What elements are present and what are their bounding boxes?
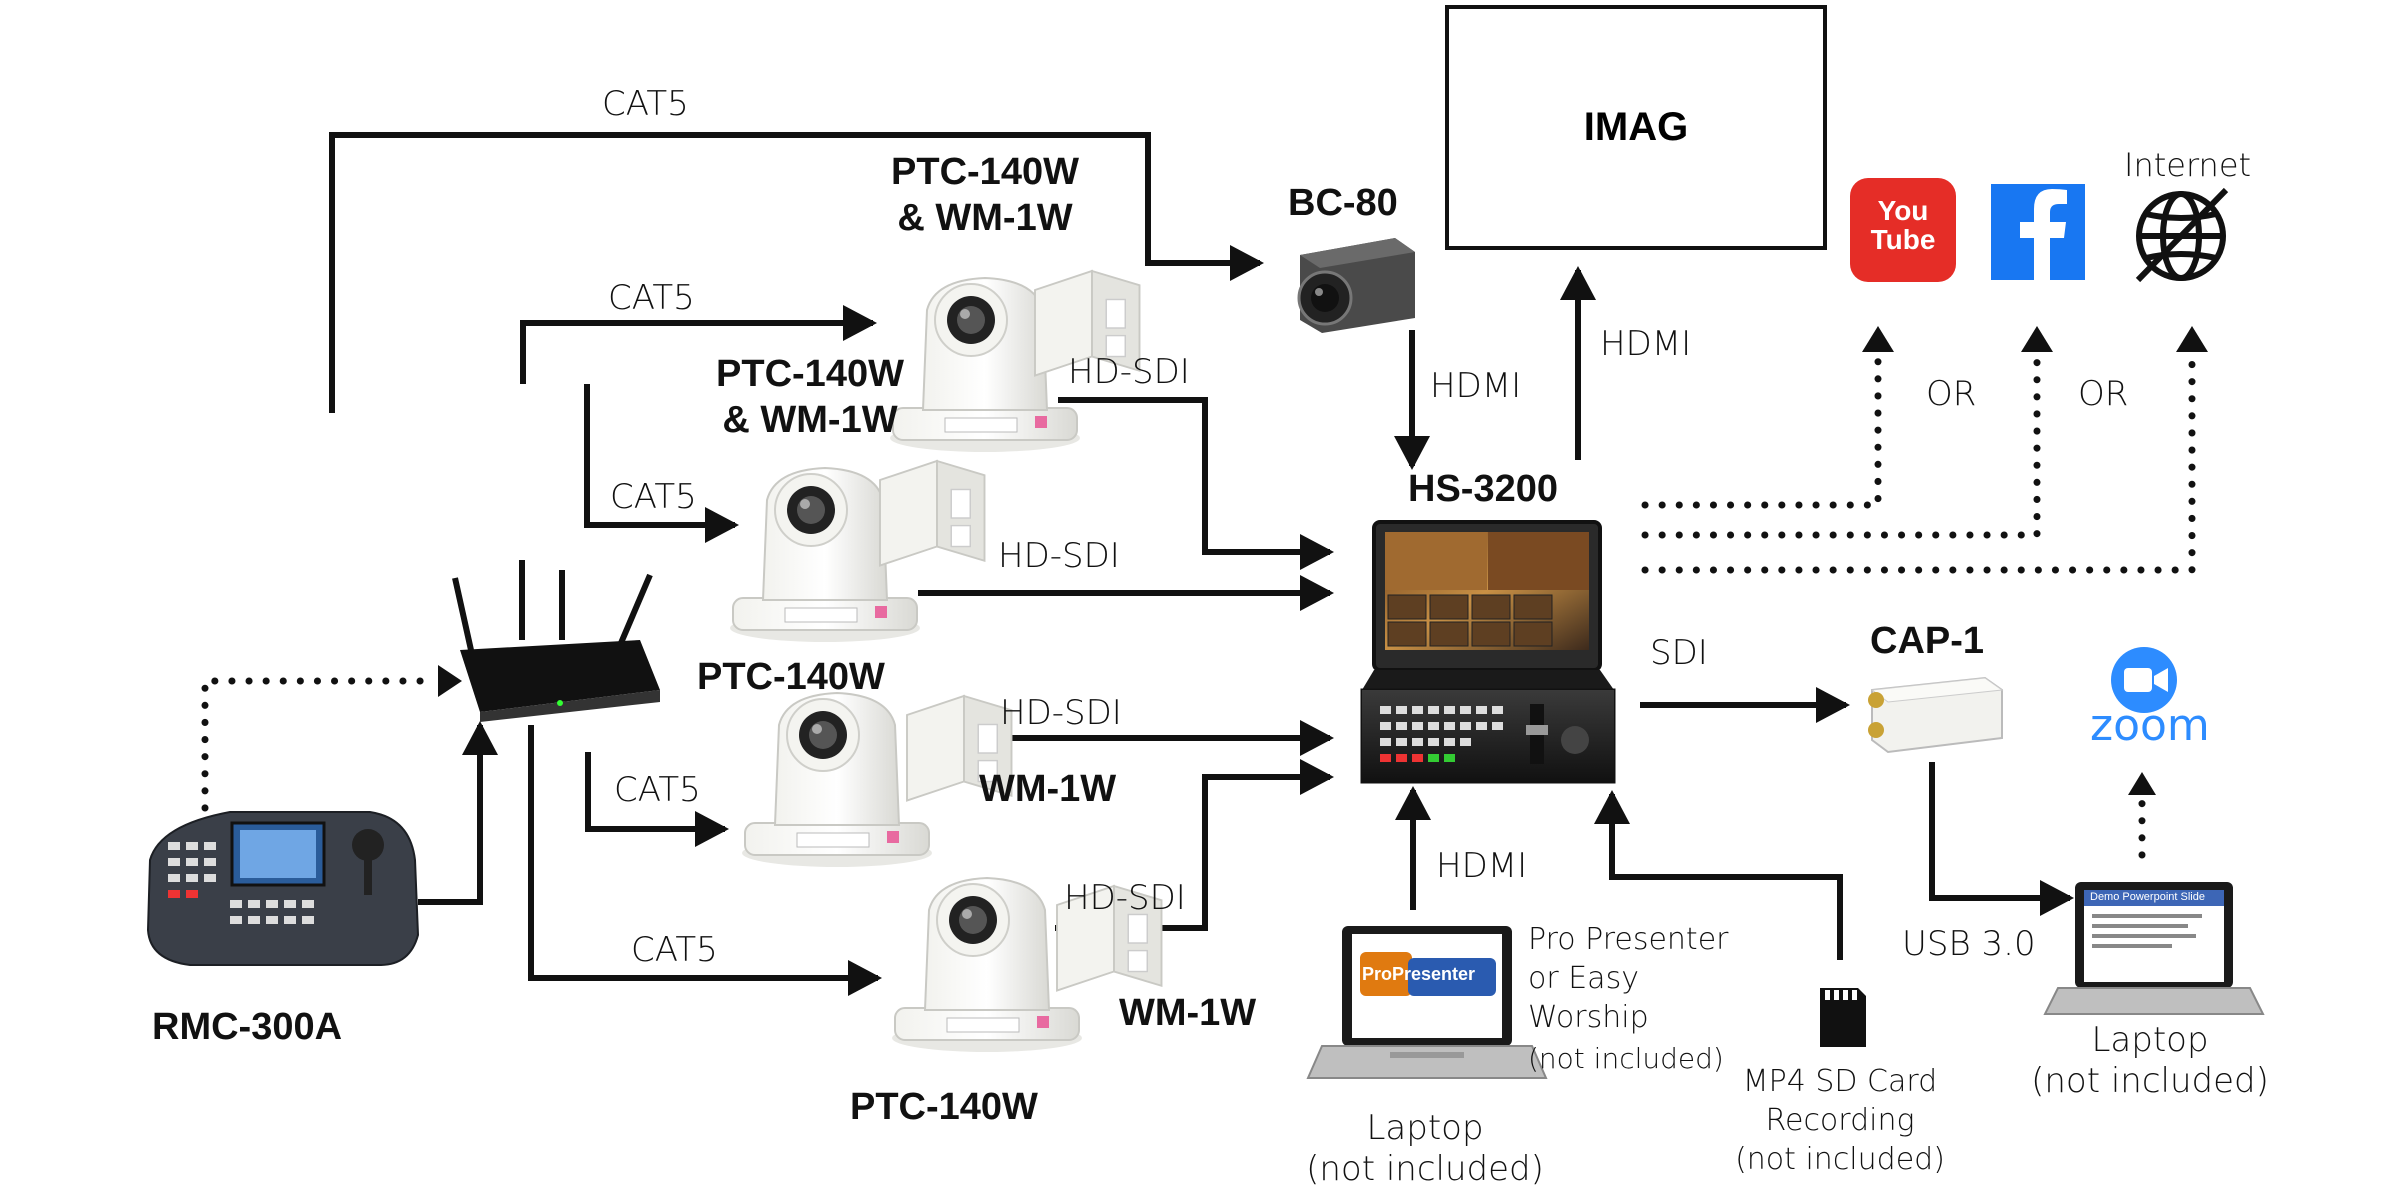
youtube-icon	[1850, 178, 1956, 282]
wm1-label: WM-1W	[979, 768, 1117, 810]
router-icon	[452, 560, 660, 722]
bc80-label: BC-80	[1288, 182, 1398, 224]
hdmi-label-bc80: HDMI	[1430, 366, 1522, 406]
arrowhead-youtube	[1862, 326, 1894, 352]
ptc-camera-3-icon	[741, 692, 1013, 868]
ptc-camera-2-icon	[729, 460, 986, 643]
dotted-to-internet	[1641, 356, 2196, 574]
hdsdi-label-2: HD-SDI	[998, 536, 1120, 576]
cat5-link-ptc3	[585, 752, 729, 847]
hdmi-label-imag: HDMI	[1600, 324, 1692, 364]
sdi-label: SDI	[1650, 633, 1708, 673]
laptop-left-icon	[1306, 926, 1548, 1079]
rmc-link	[418, 721, 498, 905]
cat5-link-ptc2	[584, 384, 739, 543]
usb-link	[1929, 762, 2074, 916]
ptc4-label: PTC-140W	[850, 1086, 1038, 1128]
laptop-right-icon	[2043, 882, 2265, 1015]
cat5-label-2: CAT5	[608, 278, 695, 318]
or-label-2: OR	[2078, 374, 2129, 414]
dotted-to-facebook	[1641, 356, 2041, 539]
demo-slide-title: Demo Powerpoint Slide	[2090, 891, 2205, 903]
hs3200-switcher-icon	[1360, 520, 1616, 784]
propresenter-not-included: (not included)	[1528, 1042, 1724, 1075]
zoom-label: zoom	[2090, 700, 2210, 751]
cat5-label-4: CAT5	[614, 770, 701, 810]
dotted-to-youtube	[1641, 356, 1882, 509]
bc80-camera-icon	[1297, 238, 1415, 333]
rmc-controller-icon	[146, 811, 420, 966]
cat5-label-3: CAT5	[610, 477, 697, 517]
cat5-link-ptc4	[528, 725, 882, 996]
internet-label: Internet	[2124, 146, 2252, 184]
imag-display-box: IMAG	[1445, 5, 1827, 250]
sd-card-icon	[1820, 988, 1866, 1047]
ptc1-label: PTC-140W & WM-1W	[891, 151, 1079, 239]
propresenter-label: Pro Presenter or Easy Worship	[1528, 922, 1729, 1035]
cat5-link-ptc1	[520, 305, 877, 384]
hdsdi-label-4: HD-SDI	[1064, 878, 1186, 918]
imag-label: IMAG	[1583, 105, 1689, 149]
hdsdi-label-1: HD-SDI	[1068, 352, 1190, 392]
cat5-label-5: CAT5	[631, 930, 718, 970]
dotted-rmc-router	[201, 677, 434, 812]
hs3200-label: HS-3200	[1408, 468, 1558, 510]
laptop-right-label: Laptop (not included)	[2031, 1020, 2269, 1101]
wm2-label: WM-1W	[1119, 992, 1257, 1034]
usb-label: USB 3.0	[1902, 924, 2036, 964]
hdsdi-label-3: HD-SDI	[1000, 693, 1122, 733]
rmc-label: RMC-300A	[152, 1006, 343, 1048]
cap1-label: CAP-1	[1870, 620, 1985, 662]
sd-link	[1594, 790, 1843, 960]
laptop-left-label: Laptop (not included)	[1306, 1108, 1544, 1189]
ptc2-label: PTC-140W & WM-1W	[716, 353, 904, 441]
propresenter-logo-label: ProPresenter	[1362, 964, 1476, 984]
globe-icon	[2135, 187, 2229, 283]
arrowhead-rmc-router	[438, 665, 462, 697]
arrowhead-facebook	[2021, 326, 2053, 352]
hdmi-label-laptop: HDMI	[1436, 846, 1528, 886]
mp4-label: MP4 SD Card Recording (not included)	[1735, 1064, 1945, 1177]
ptc3-label: PTC-140W	[697, 656, 885, 698]
arrowhead-internet	[2176, 326, 2208, 352]
cap1-device-icon	[1868, 676, 2004, 754]
cat5-label-top: CAT5	[602, 84, 689, 124]
or-label-1: OR	[1926, 374, 1977, 414]
facebook-icon	[1991, 184, 2085, 280]
arrowhead-zoom	[2128, 772, 2156, 795]
zoom-icon	[2111, 647, 2177, 713]
hdsdi-link-1	[1058, 397, 1334, 570]
cat5-link-bc80	[329, 132, 1264, 413]
youtube-label: You Tube	[1870, 195, 1936, 256]
